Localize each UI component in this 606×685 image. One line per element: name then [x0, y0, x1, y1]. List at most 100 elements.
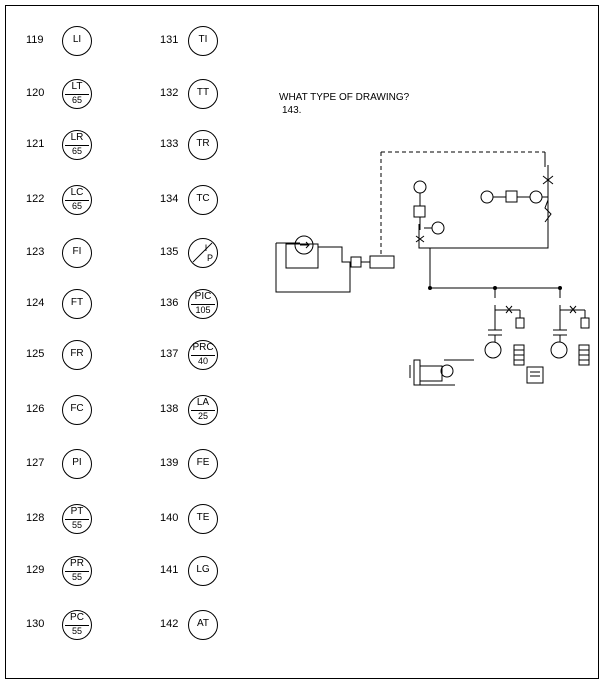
instrument-circle: FE: [188, 449, 218, 479]
instrument-tag: LI: [72, 34, 82, 45]
controller-box: [369, 255, 395, 269]
instrument-circle: TR: [188, 130, 218, 160]
gauge-box: [413, 205, 426, 218]
symbol-number: 137: [160, 348, 179, 360]
instrument-tag: PRC: [192, 342, 214, 353]
instrument-loop-number: P: [206, 253, 213, 263]
instrument-tag: PR: [70, 558, 84, 569]
instrument-loop-number: 55: [71, 572, 82, 582]
instrument-circle: PRC 40: [188, 340, 218, 370]
instrument-circle: TI: [188, 26, 218, 56]
main-pipe: [418, 165, 549, 288]
control-panel: [526, 366, 544, 384]
instrument-tag: PC: [70, 612, 84, 623]
instrument-loop-number: 55: [71, 626, 82, 636]
controller-circle: [294, 235, 314, 255]
motor: [409, 359, 421, 386]
instrument-loop-number: 65: [71, 201, 82, 211]
instrument-circle: FR: [62, 340, 92, 370]
symbol-number: 135: [160, 246, 179, 258]
instrument-circle: PI: [62, 449, 92, 479]
symbol-number: 127: [26, 457, 45, 469]
instrument-circle: AT: [188, 610, 218, 640]
symbol-number: 130: [26, 618, 45, 630]
instrument-loop-number: 40: [197, 356, 208, 366]
divider-line: [65, 571, 89, 572]
divider-line: [65, 625, 89, 626]
divider-line: [191, 304, 215, 305]
question-143: WHAT TYPE OF DRAWING? 143.: [279, 91, 409, 117]
symbol-number: 119: [26, 34, 44, 46]
symbol-number: 126: [26, 403, 45, 415]
divider-line: [65, 519, 89, 520]
instrument-tag: PI: [72, 457, 82, 468]
instrument-circle: FT: [62, 289, 92, 319]
symbol-number: 133: [160, 138, 179, 150]
instrument-circle: PR 55: [62, 556, 92, 586]
divider-line: [65, 94, 89, 95]
instrument-tag: FC: [70, 403, 84, 414]
instrument-tag: FT: [70, 297, 84, 308]
symbol-number: 136: [160, 297, 179, 309]
instrument-loop-number: 105: [195, 305, 211, 315]
divider-line: [65, 200, 89, 201]
gauge-top: [413, 180, 427, 194]
process-loop: [275, 242, 351, 293]
instrument-tag: PIC: [194, 291, 212, 302]
valve-box: [505, 190, 518, 203]
pump-symbol-2: [484, 341, 502, 359]
symbol-number: 128: [26, 512, 45, 524]
symbol-number: 131: [160, 34, 179, 46]
gauge-right: [431, 221, 445, 235]
symbol-number: 134: [160, 193, 179, 205]
instrument-tag: TT: [196, 87, 210, 98]
divider-line: [65, 145, 89, 146]
instrument-circle: TC: [188, 185, 218, 215]
symbol-number: 124: [26, 297, 45, 309]
tank: [285, 243, 319, 269]
instrument-circle: TT: [188, 79, 218, 109]
instrument-tag: TC: [196, 193, 210, 204]
symbol-number: 141: [160, 564, 179, 576]
symbol-number: 140: [160, 512, 179, 524]
symbol-number: 132: [160, 87, 179, 99]
instrument-tag: TR: [196, 138, 210, 149]
instrument-tag: FR: [70, 348, 84, 359]
meter-circle: [529, 190, 543, 204]
instrument-circle: PC 55: [62, 610, 92, 640]
signal-line: [380, 151, 545, 256]
instrument-tag: I: [204, 243, 208, 253]
instrument-tag: LG: [196, 564, 210, 575]
pump-symbol-1: [480, 190, 494, 204]
divider-line: [191, 355, 215, 356]
instrument-tag: TE: [196, 512, 210, 523]
transmitter-box: [350, 256, 362, 268]
divider-line: [191, 410, 215, 411]
symbol-number: 122: [26, 193, 45, 205]
pump-symbol-3: [550, 341, 568, 359]
instrument-loop-number: 65: [71, 95, 82, 105]
instrument-circle: FC: [62, 395, 92, 425]
instrument-circle: LG: [188, 556, 218, 586]
instrument-circle: LC 65: [62, 185, 92, 215]
symbol-number: 139: [160, 457, 179, 469]
worksheet-frame: [5, 5, 599, 679]
instrument-circle: PIC 105: [188, 289, 218, 319]
symbol-number: 120: [26, 87, 45, 99]
instrument-loop-number: 65: [71, 146, 82, 156]
instrument-tag: TI: [198, 34, 208, 45]
instrument-loop-number: 25: [197, 411, 208, 421]
instrument-loop-number: 55: [71, 520, 82, 530]
instrument-circle: LI: [62, 26, 92, 56]
symbol-number: 123: [26, 246, 45, 258]
instrument-tag: LC: [70, 187, 84, 198]
symbol-number: 138: [160, 403, 179, 415]
instrument-circle: FI: [62, 238, 92, 268]
question-prompt: WHAT TYPE OF DRAWING?: [279, 92, 410, 103]
question-number: 143.: [282, 105, 302, 116]
